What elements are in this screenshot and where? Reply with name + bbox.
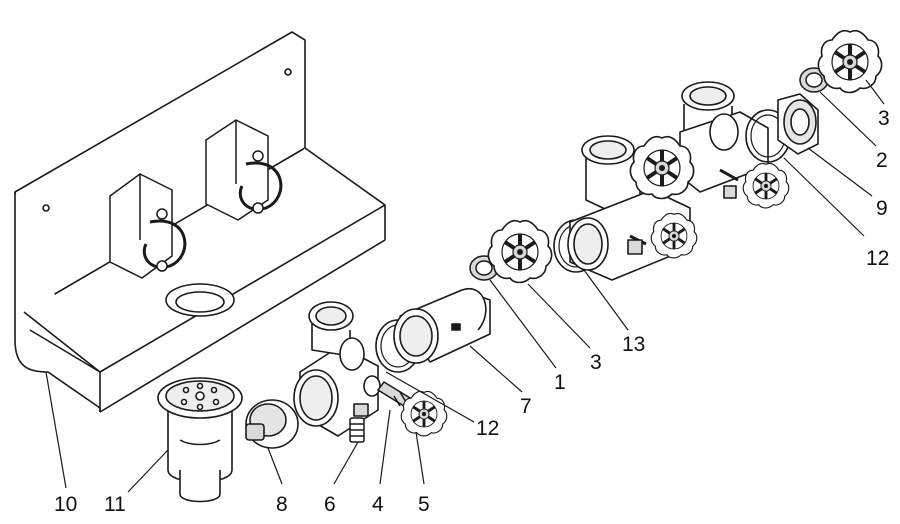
pipe-bracket-left	[109, 173, 187, 279]
handwheel-upper-lower	[649, 212, 699, 260]
handwheel-upper-center	[628, 134, 696, 201]
drain-plug	[245, 399, 299, 449]
callout-12-lower: 12	[476, 417, 500, 440]
callout-3-middle: 3	[590, 351, 602, 374]
callout-10: 10	[54, 493, 78, 516]
handwheel-top	[816, 28, 884, 95]
leader-lines	[45, 79, 885, 493]
callout-1: 1	[554, 371, 566, 394]
callout-5: 5	[418, 493, 430, 516]
handwheel-lower	[399, 390, 449, 438]
small-fitting	[349, 417, 365, 443]
callout-13: 13	[622, 333, 646, 356]
handwheel-middle	[486, 218, 554, 285]
pipe-bracket-right	[205, 119, 283, 221]
valve-body-upper	[567, 81, 769, 281]
wall-trough-basin	[14, 31, 386, 413]
callout-4: 4	[372, 493, 384, 516]
handwheel-upper-right	[741, 162, 791, 210]
callout-12-upper: 12	[866, 247, 890, 270]
callout-2: 2	[876, 149, 888, 172]
union-coupling	[393, 287, 491, 364]
callout-3-top: 3	[878, 107, 890, 130]
union-nut	[777, 93, 819, 155]
callout-8: 8	[276, 493, 288, 516]
callout-11: 11	[104, 493, 126, 516]
callout-6: 6	[324, 493, 336, 516]
valve-body-lower	[293, 301, 381, 437]
drain-strainer	[157, 377, 243, 503]
callout-9: 9	[876, 197, 888, 220]
callout-7: 7	[520, 395, 532, 418]
